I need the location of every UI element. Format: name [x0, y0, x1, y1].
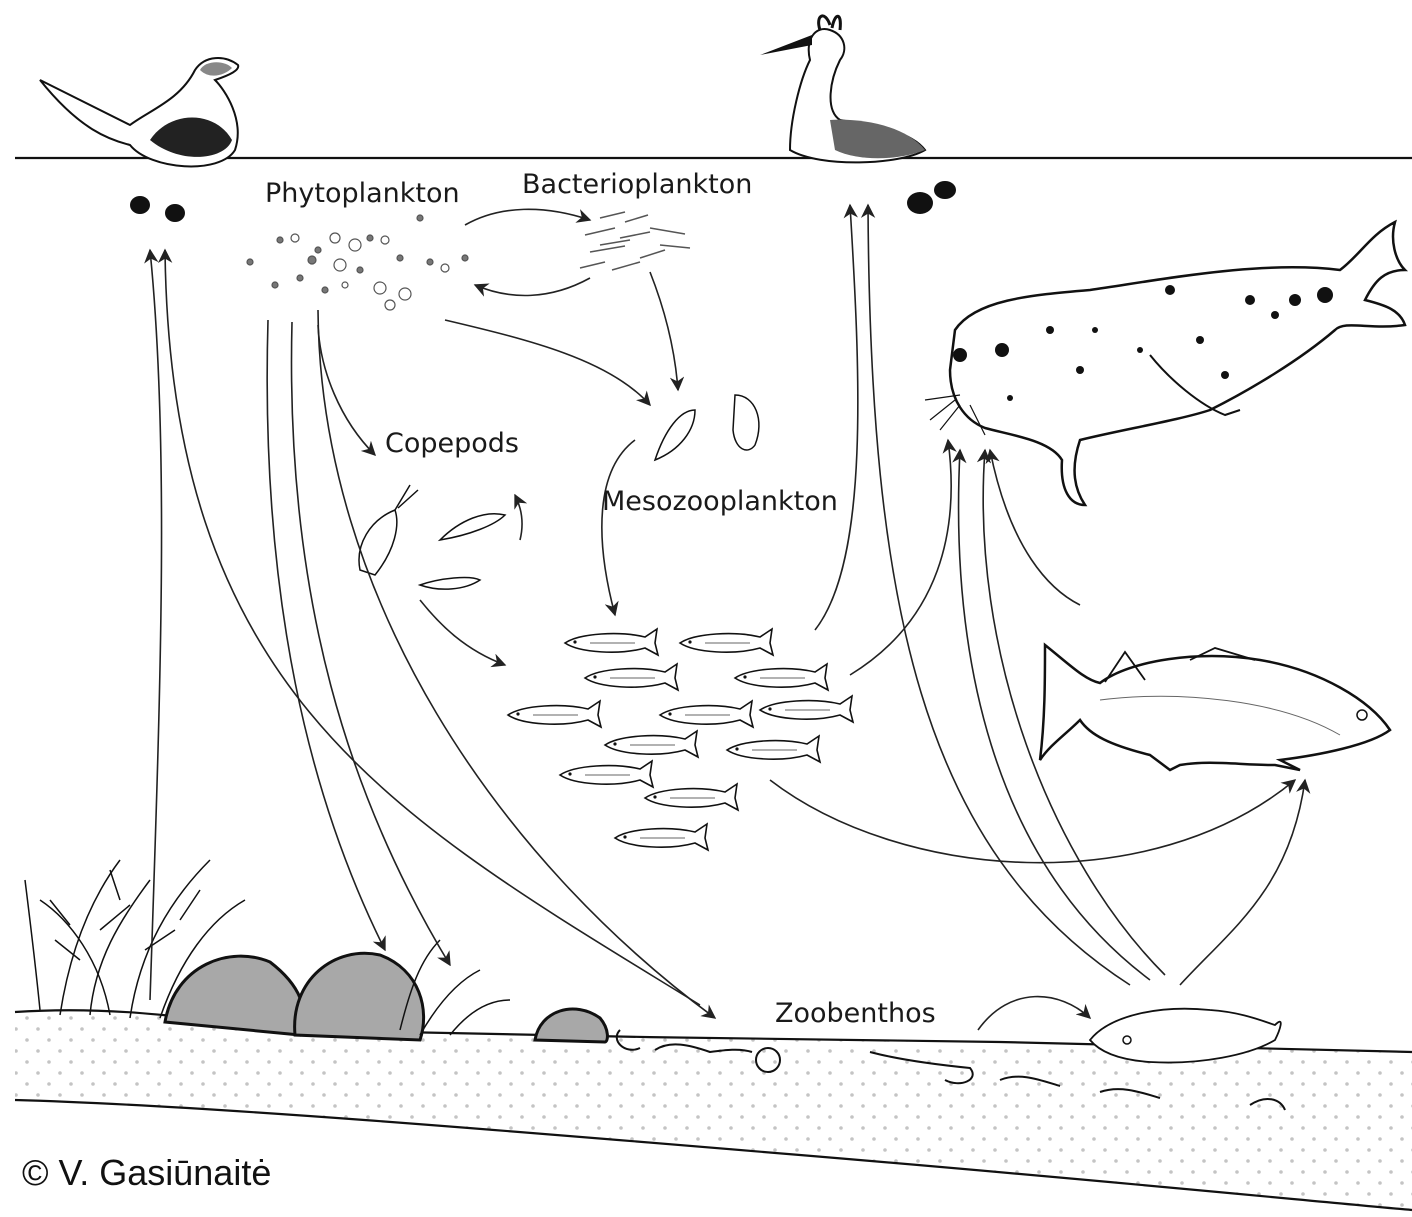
mesozooplankton-icon: [655, 395, 759, 460]
phytoplankton-cells: [247, 215, 468, 310]
bacterioplankton-label: Bacterioplankton: [522, 169, 752, 200]
herring-school: [508, 629, 853, 850]
mesozooplankton-label: Mesozooplankton: [602, 486, 838, 517]
phytoplankton-label: Phytoplankton: [265, 178, 460, 209]
copyright-notice: © V. Gasiūnaitė: [22, 1152, 271, 1194]
great-crested-grebe-icon: [760, 16, 956, 214]
copepods-label: Copepods: [385, 428, 519, 459]
zoobenthos-label: Zoobenthos: [775, 998, 936, 1029]
seabed-rocks: [165, 953, 607, 1042]
ringed-seal-icon: [925, 222, 1405, 505]
cod-icon: [1040, 645, 1390, 770]
copepod-icon: [359, 485, 505, 589]
long-tailed-duck-icon: [40, 58, 238, 222]
bacterioplankton-cells: [580, 212, 690, 270]
